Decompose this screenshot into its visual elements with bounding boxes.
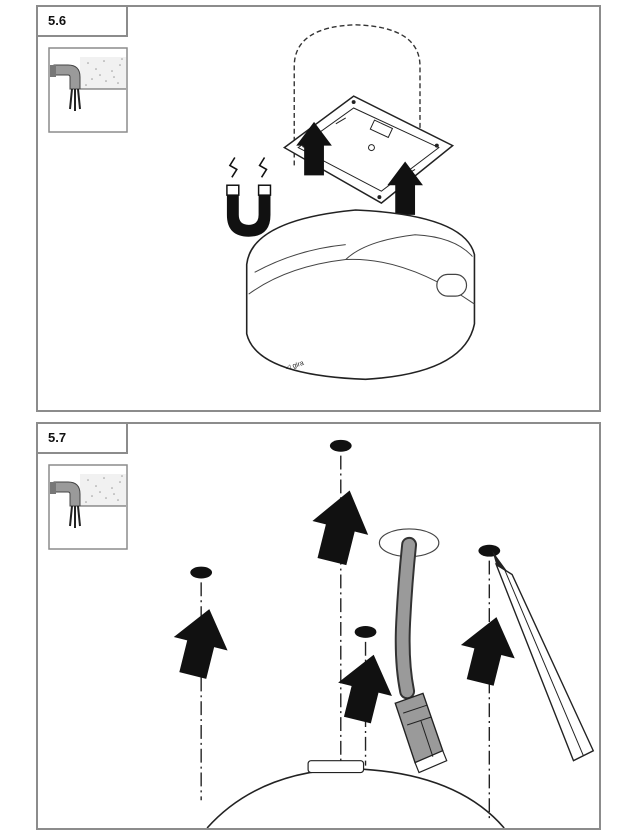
pencil-icon bbox=[492, 550, 595, 762]
arrow-up-icon bbox=[338, 654, 392, 724]
step-illustration: ◁ gira bbox=[226, 24, 476, 381]
wall-corner-icon bbox=[48, 47, 128, 133]
drill-mark bbox=[190, 566, 213, 579]
step-number-tab: 5.7 bbox=[38, 424, 128, 454]
step-number-tab: 5.6 bbox=[38, 7, 128, 37]
arrow-up-icon bbox=[296, 121, 332, 176]
rj45-plug-icon bbox=[394, 692, 448, 774]
drill-mark bbox=[329, 439, 352, 452]
round-device bbox=[206, 767, 505, 828]
arrow-up-icon bbox=[312, 490, 369, 566]
round-device: ◁ gira bbox=[245, 209, 476, 381]
step-panel-5-6: 5.6 bbox=[36, 5, 601, 412]
recess-outline bbox=[293, 24, 421, 166]
step-panel-5-7: 5.7 bbox=[36, 422, 601, 830]
arrow-up-icon bbox=[387, 161, 423, 215]
drill-mark bbox=[354, 626, 377, 638]
step-number: 5.7 bbox=[48, 430, 67, 445]
drill-mark bbox=[478, 544, 501, 557]
step-number: 5.6 bbox=[48, 13, 67, 28]
step-illustration bbox=[173, 439, 595, 828]
arrow-up-icon bbox=[173, 609, 228, 679]
magnet-icon bbox=[226, 157, 272, 237]
wall-corner-icon bbox=[48, 464, 128, 550]
arrow-up-icon bbox=[460, 617, 515, 686]
